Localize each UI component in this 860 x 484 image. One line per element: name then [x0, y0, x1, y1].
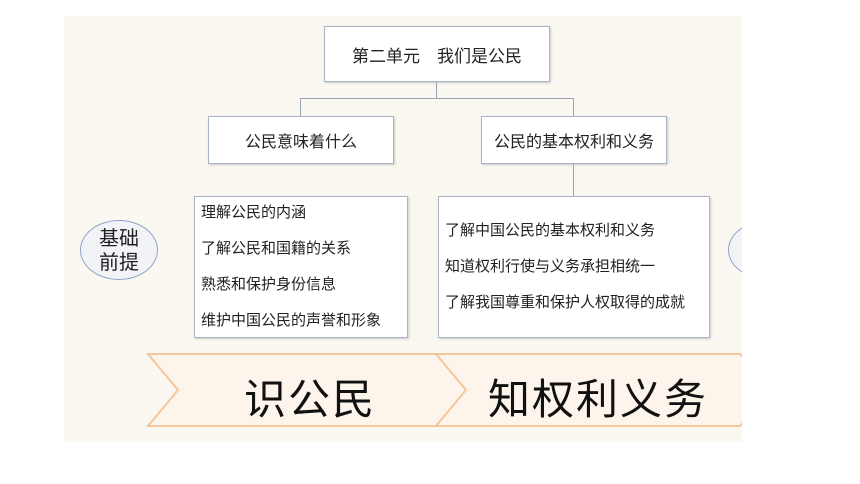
connector-horizontal: [300, 98, 574, 99]
branch-node-rights: 公民的基本权利和义务: [481, 116, 667, 164]
foundation-badge: 基础 前提: [80, 220, 158, 280]
connector-root-down: [436, 82, 437, 98]
connector-right-down: [573, 98, 574, 116]
branch-title: 公民的基本权利和义务: [493, 132, 654, 151]
list-item: 知道权利行使与义务承担相统一: [445, 257, 656, 275]
band-label-identify: 识公民: [244, 375, 377, 424]
list-box-rights: 了解中国公民的基本权利和义务 知道权利行使与义务承担相统一 了解我国尊重和保护人…: [438, 196, 710, 338]
list-item: 维护中国公民的声誉和形象: [201, 311, 382, 329]
list-item: 了解我国尊重和保护人权取得的成就: [445, 293, 686, 311]
chevron-shape-rights: [433, 353, 742, 427]
list-box-meaning: 理解公民的内涵 了解公民和国籍的关系 熟悉和保护身份信息 维护中国公民的声誉和形…: [194, 196, 408, 338]
list-item: 了解中国公民的基本权利和义务: [445, 221, 656, 239]
connector-rights-down: [573, 164, 574, 196]
root-node: 第二单元 我们是公民: [324, 26, 550, 82]
slide-canvas: 第二单元 我们是公民 公民意味着什么 公民的基本权利和义务 理解公民的内涵 了解…: [64, 16, 742, 442]
next-badge-partial: [728, 222, 742, 278]
branch-title: 公民意味着什么: [244, 132, 357, 151]
chevron-band: [145, 353, 742, 427]
list-item: 了解公民和国籍的关系: [201, 239, 352, 257]
badge-line: 前提: [99, 250, 139, 274]
badge-line: 基础: [99, 226, 139, 250]
root-title: 第二单元 我们是公民: [352, 46, 522, 67]
branch-node-meaning: 公民意味着什么: [208, 116, 394, 164]
connector-left-down: [300, 98, 301, 116]
list-item: 熟悉和保护身份信息: [201, 275, 337, 293]
band-label-rights: 知权利义务: [488, 375, 709, 424]
list-item: 理解公民的内涵: [201, 203, 307, 221]
